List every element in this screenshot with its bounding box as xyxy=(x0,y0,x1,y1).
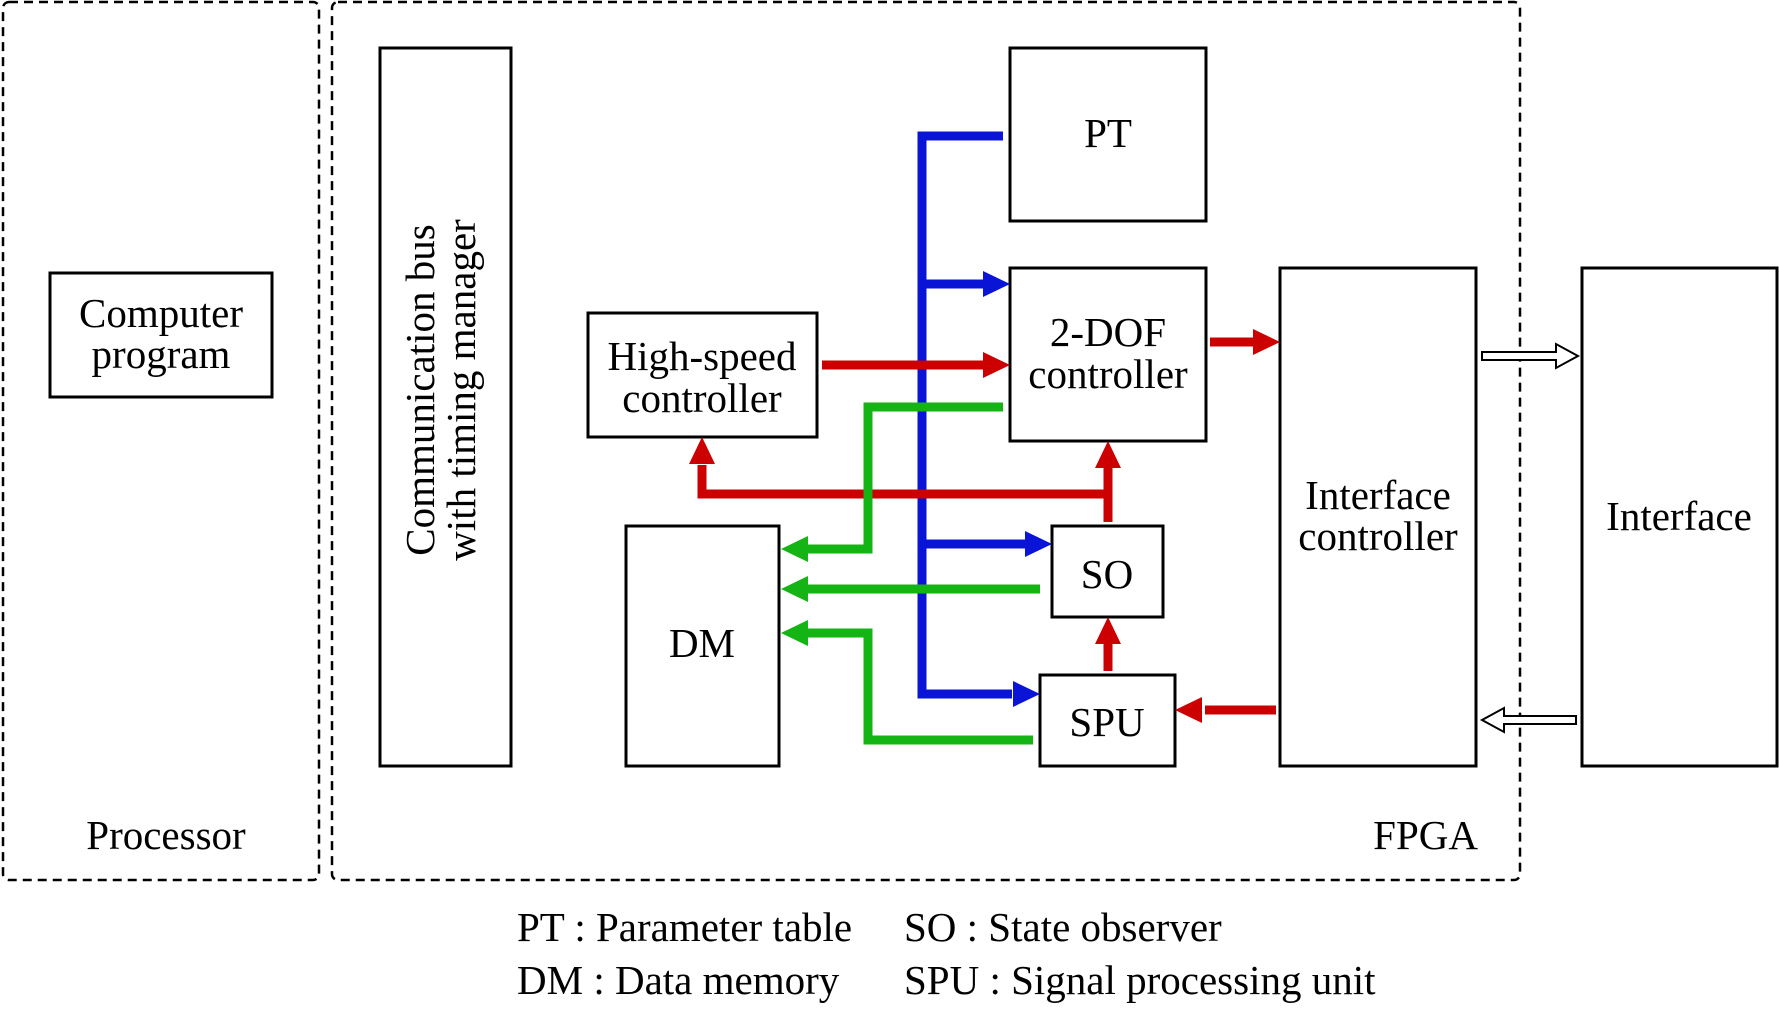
processor-label: Processor xyxy=(86,812,246,858)
fpga-label: FPGA xyxy=(1373,812,1478,858)
green-dof-to-dm-line xyxy=(807,402,1003,554)
ifctrl-label-2: controller xyxy=(1298,513,1458,559)
legend-pt: PT : Parameter table xyxy=(517,904,852,950)
red-arrow-to-dof xyxy=(983,352,1010,378)
highspeed-controller-block: High-speed controller xyxy=(586,311,819,439)
red-arrow-to-ifctrl xyxy=(1253,329,1280,355)
interface-block: Interface xyxy=(1580,266,1779,768)
pt-label: PT xyxy=(1084,110,1132,156)
ifctrl-label-1: Interface xyxy=(1305,472,1451,518)
legend: PT : Parameter table SO : State observer… xyxy=(517,904,1376,1003)
blue-arrowheads xyxy=(983,271,1052,707)
red-arrowheads xyxy=(689,329,1280,723)
highspeed-label-2: controller xyxy=(622,375,782,421)
computer-program-label-2: program xyxy=(92,331,231,377)
bus-label-2: with timing manager xyxy=(438,219,484,561)
fpga-region xyxy=(330,0,1522,882)
blue-connections xyxy=(917,131,1030,699)
green-connections xyxy=(807,402,1040,745)
computer-program-label-1: Computer xyxy=(79,290,243,336)
highspeed-label-1: High-speed xyxy=(607,333,796,379)
red-connections xyxy=(697,337,1276,715)
spu-block: SPU xyxy=(1038,673,1177,768)
interface-label: Interface xyxy=(1606,493,1752,539)
red-arrow-up-to-dof xyxy=(1095,441,1121,468)
green-arrowheads xyxy=(781,536,808,646)
pt-block: PT xyxy=(1008,46,1208,223)
interface-controller-block: Interface controller xyxy=(1278,266,1478,768)
red-arrow-to-spu xyxy=(1175,697,1202,723)
green-arrow-3 xyxy=(781,620,808,646)
hollow-arrow-left xyxy=(1479,706,1577,734)
legend-spu: SPU : Signal processing unit xyxy=(904,957,1376,1003)
red-feedback-to-highspeed-line xyxy=(697,465,1108,499)
green-spu-to-dm-line xyxy=(807,628,1033,745)
green-arrow-1 xyxy=(781,536,808,562)
red-arrow-up-to-so xyxy=(1095,617,1121,644)
legend-dm: DM : Data memory xyxy=(517,957,840,1003)
blue-bus-line xyxy=(917,131,1012,699)
dof-controller-block: 2-DOF controller xyxy=(1008,266,1208,443)
bus-label-1: Communication bus xyxy=(397,224,443,555)
blue-arrow-to-dof xyxy=(983,271,1010,297)
dof-label-1: 2-DOF xyxy=(1050,309,1166,355)
blue-arrow-to-so xyxy=(1025,531,1052,557)
computer-program-block: Computer program xyxy=(48,271,274,399)
dm-block: DM xyxy=(624,524,781,768)
hollow-arrow-right xyxy=(1481,342,1581,370)
green-arrow-2 xyxy=(781,576,808,602)
blue-arrow-to-spu xyxy=(1013,681,1040,707)
legend-so: SO : State observer xyxy=(904,904,1222,950)
so-label: SO xyxy=(1081,551,1133,597)
communication-bus-block: Communication bus with timing manager xyxy=(378,46,513,768)
hollow-arrows xyxy=(1479,342,1581,734)
dm-label: DM xyxy=(669,620,735,666)
spu-label: SPU xyxy=(1069,699,1144,745)
so-block: SO xyxy=(1050,524,1165,619)
processor-region xyxy=(1,0,321,882)
red-arrow-up-to-highspeed xyxy=(689,437,715,464)
dof-label-2: controller xyxy=(1028,351,1188,397)
